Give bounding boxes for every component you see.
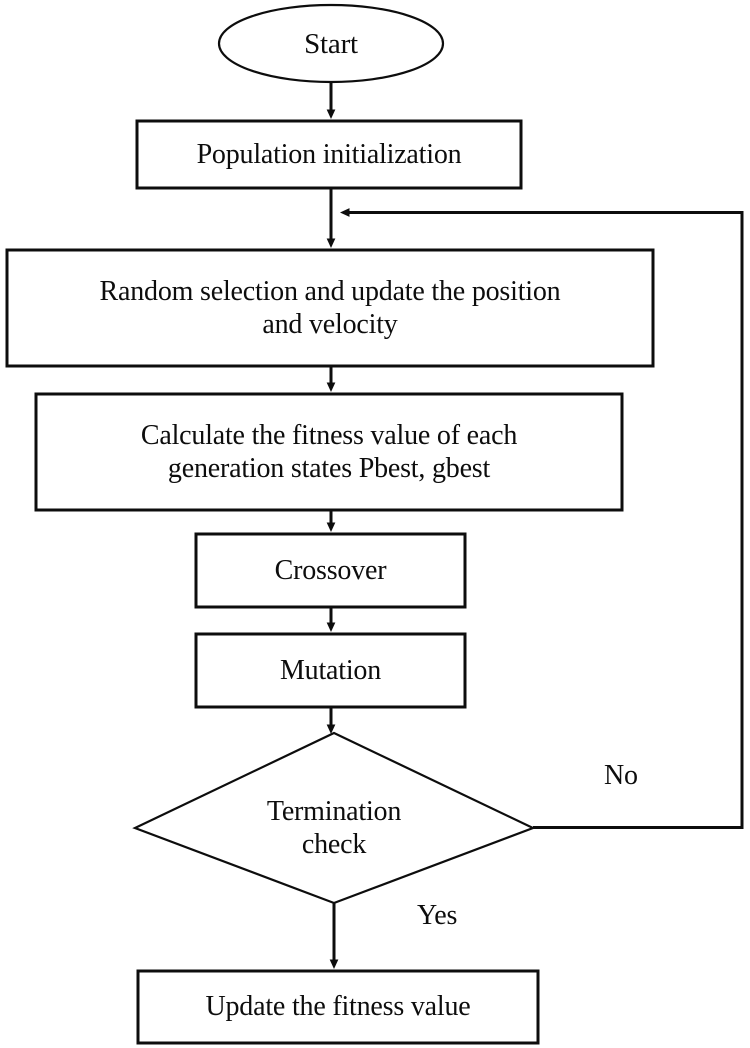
node-mutation-shape[interactable]: [194, 632, 467, 709]
node-population-initialization-shape[interactable]: [135, 119, 523, 190]
node-random-selection-shape[interactable]: [5, 248, 655, 368]
edge-termination-check-no-loopback: [339, 208, 744, 829]
node-calculate-fitness-shape[interactable]: [34, 392, 624, 512]
node-crossover-shape[interactable]: [194, 532, 467, 609]
node-termination-check-shape[interactable]: [132, 731, 536, 905]
node-start-shape[interactable]: [217, 3, 445, 84]
node-update-fitness-shape[interactable]: [136, 969, 540, 1045]
